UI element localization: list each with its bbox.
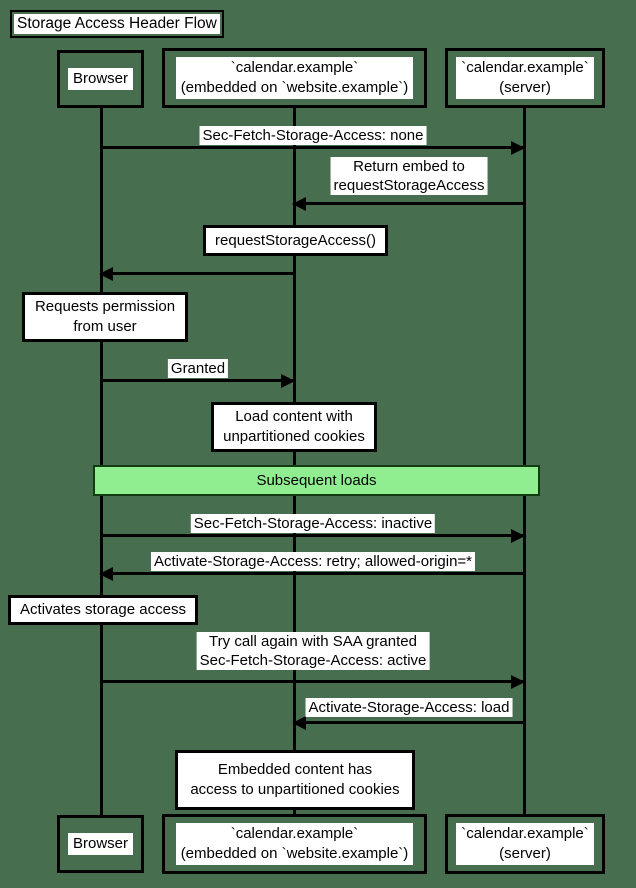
participant-browser-bottom: Browser	[57, 815, 144, 873]
note-embedded-access-line1: Embedded content has	[217, 761, 373, 778]
arrowhead-right-icon	[281, 373, 295, 388]
participant-embedded-line1: `calendar.example`	[230, 59, 359, 76]
message-sec-fetch-inactive-label: Sec-Fetch-Storage-Access: inactive	[190, 514, 436, 533]
lifeline-browser	[99, 108, 103, 815]
participant-server-line2: (server)	[499, 845, 551, 862]
message-granted-label: Granted	[167, 359, 229, 378]
arrow-embedded-to-browser	[99, 266, 293, 281]
participant-browser-top: Browser	[57, 50, 144, 108]
lifeline-embedded	[292, 108, 296, 815]
participant-server-top: `calendar.example` (server)	[445, 48, 605, 108]
message-try-again-line1: Try call again with SAA granted	[209, 633, 417, 650]
arrowhead-right-icon	[511, 140, 525, 155]
participant-browser-label: Browser	[67, 833, 133, 855]
arrow-browser-to-server-3	[101, 674, 525, 689]
participant-embedded-label: `calendar.example` (embedded on `website…	[175, 57, 414, 99]
arrow-server-to-browser	[99, 566, 523, 581]
arrowhead-right-icon	[511, 528, 525, 543]
diagram-title-box: Storage Access Header Flow	[10, 10, 224, 38]
lifeline-server	[522, 108, 526, 815]
note-request-storage-access: requestStorageAccess()	[203, 225, 388, 256]
participant-embedded-label: `calendar.example` (embedded on `website…	[175, 823, 414, 865]
note-requests-permission: Requests permission from user	[22, 292, 188, 342]
arrowhead-left-icon	[99, 266, 113, 281]
note-load-content-line2: unpartitioned cookies	[223, 428, 365, 445]
message-try-again-line2: Sec-Fetch-Storage-Access: active	[199, 652, 427, 669]
participant-server-bottom: `calendar.example` (server)	[445, 814, 605, 874]
arrow-server-to-embedded-1	[292, 196, 523, 211]
message-return-embed-line2: requestStorageAccess	[333, 177, 485, 194]
message-return-embed-line1: Return embed to	[353, 158, 465, 175]
participant-server-line1: `calendar.example`	[461, 825, 589, 842]
note-load-content-line1: Load content with	[235, 408, 353, 425]
participant-embedded-line1: `calendar.example`	[230, 825, 359, 842]
participant-server-line1: `calendar.example`	[461, 59, 589, 76]
message-sec-fetch-none-label: Sec-Fetch-Storage-Access: none	[199, 126, 427, 145]
arrowhead-left-icon	[99, 566, 113, 581]
subsequent-loads-band: Subsequent loads	[93, 465, 540, 496]
message-activate-load-label: Activate-Storage-Access: load	[305, 698, 513, 717]
message-try-again-label: Try call again with SAA granted Sec-Fetc…	[196, 632, 430, 670]
participant-embedded-bottom: `calendar.example` (embedded on `website…	[162, 814, 427, 874]
participant-embedded-line2: (embedded on `website.example`)	[180, 845, 409, 862]
note-embedded-access-line2: access to unpartitioned cookies	[190, 781, 400, 798]
note-requests-permission-line1: Requests permission	[34, 298, 176, 315]
participant-embedded-line2: (embedded on `website.example`)	[180, 79, 409, 96]
note-activates-storage: Activates storage access	[8, 595, 198, 625]
note-requests-permission-line2: from user	[73, 318, 137, 335]
participant-browser-label: Browser	[67, 68, 133, 90]
participant-embedded-top: `calendar.example` (embedded on `website…	[162, 48, 427, 108]
arrowhead-right-icon	[511, 674, 525, 689]
arrowhead-left-icon	[292, 196, 306, 211]
participant-server-line2: (server)	[499, 79, 551, 96]
note-embedded-access: Embedded content has access to unpartiti…	[175, 750, 415, 810]
arrow-browser-to-embedded	[101, 373, 295, 388]
arrowhead-left-icon	[292, 715, 306, 730]
message-return-embed-label: Return embed to requestStorageAccess	[330, 157, 488, 195]
note-load-content: Load content with unpartitioned cookies	[211, 402, 377, 452]
participant-server-label: `calendar.example` (server)	[456, 57, 594, 99]
message-activate-retry-label: Activate-Storage-Access: retry; allowed-…	[150, 552, 476, 571]
diagram-title: Storage Access Header Flow	[14, 14, 220, 34]
arrow-server-to-embedded-2	[292, 715, 523, 730]
participant-server-label: `calendar.example` (server)	[456, 823, 594, 865]
arrow-browser-to-server-2	[101, 528, 525, 543]
arrow-browser-to-server-1	[101, 140, 525, 155]
